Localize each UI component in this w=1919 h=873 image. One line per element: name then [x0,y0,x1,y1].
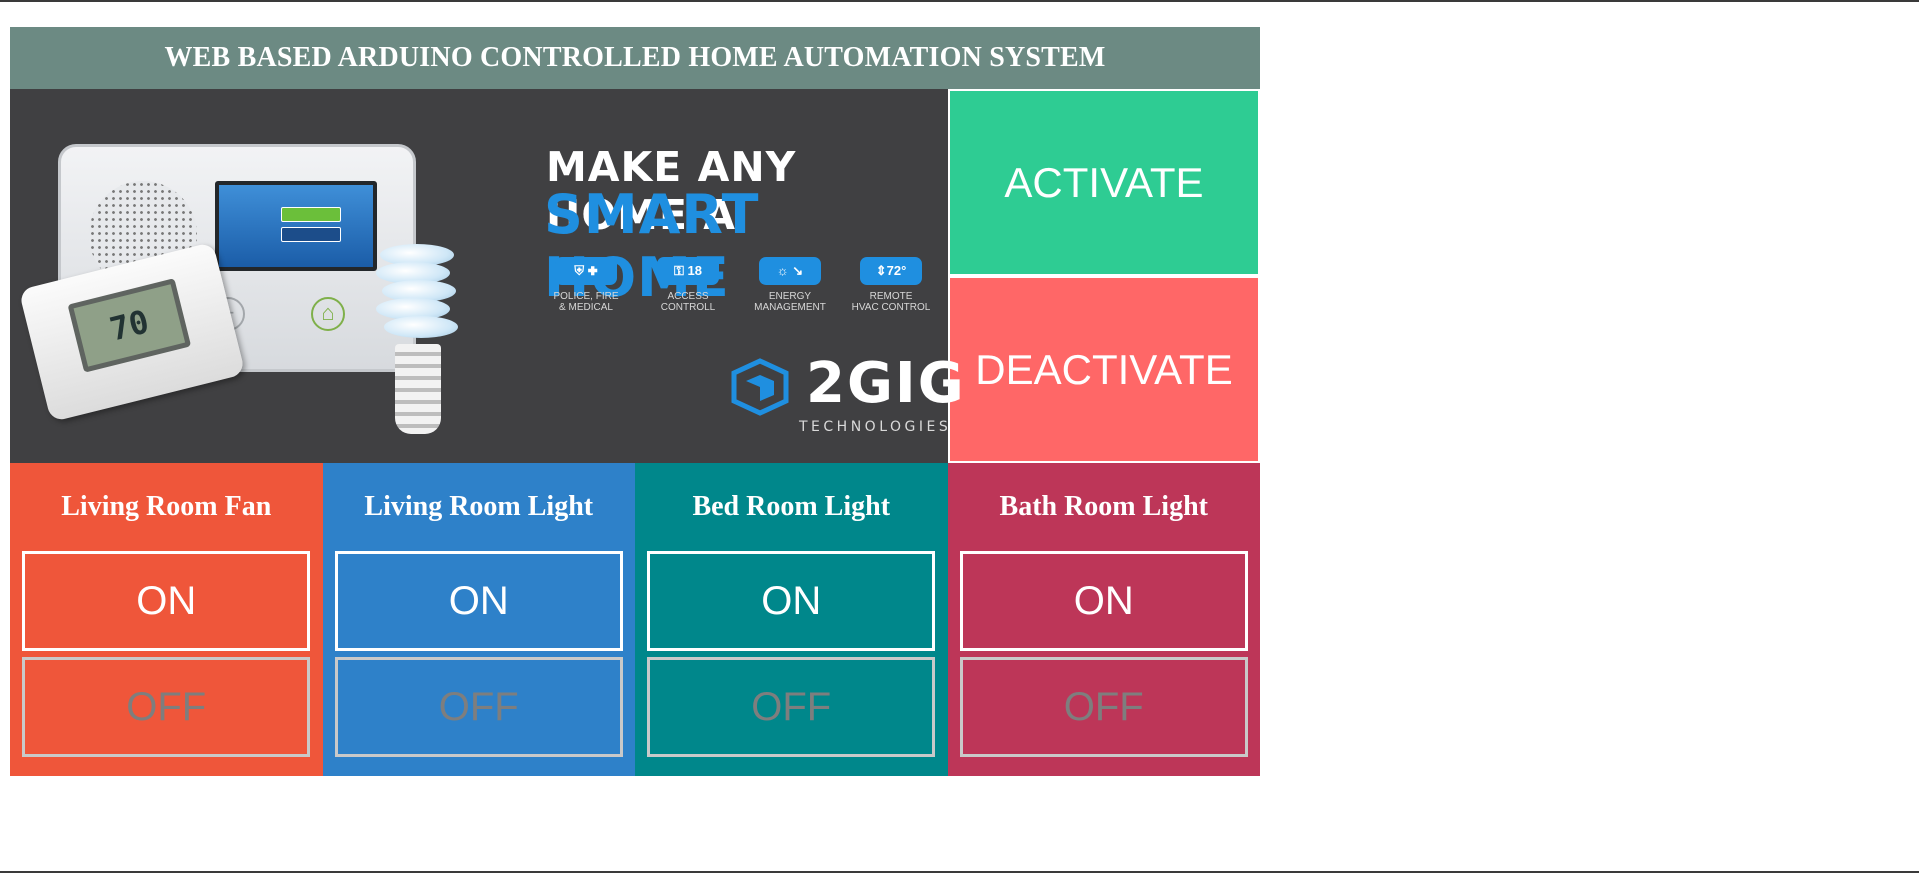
feature-caption: CONTROLL [660,302,716,313]
main-section: + ⌂ 70 MAKE ANY HOME A SMART HOME ⛨ ✚ PO… [10,89,1260,463]
room-title: Bath Room Light [999,491,1208,522]
bulb-base-icon [395,344,441,434]
top-border [0,0,1919,2]
thermostat-reading: 70 [67,278,192,373]
bed-room-light-on-button[interactable]: ON [647,551,936,651]
2gig-logo-icon [731,358,789,416]
bottom-border [0,871,1919,873]
room-card-bath-room-light: Bath Room Light ON OFF [947,463,1260,776]
activate-button[interactable]: ACTIVATE [948,89,1260,276]
smart-home-banner: + ⌂ 70 MAKE ANY HOME A SMART HOME ⛨ ✚ PO… [10,89,964,463]
room-title: Bed Room Light [692,491,891,522]
access-control-icon: ⚿ 18 [657,257,719,285]
living-room-fan-off-button[interactable]: OFF [22,657,311,757]
cfl-bulb-icon [370,244,460,344]
bed-room-light-off-button[interactable]: OFF [647,657,936,757]
feature-caption: HVAC CONTROL [851,302,931,313]
brand-name: 2GIG [806,351,966,416]
feature-caption: ACCESS [667,291,709,302]
feature-caption: ENERGY [768,291,812,302]
feature-caption: MANAGEMENT [754,302,826,313]
room-controls: Living Room Fan ON OFF Living Room Light… [10,463,1260,776]
bath-room-light-on-button[interactable]: ON [959,551,1248,651]
shield-fire-medical-icon: ⛨ ✚ [555,257,617,285]
deactivate-button[interactable]: DEACTIVATE [948,276,1260,463]
room-card-living-room-light: Living Room Light ON OFF [322,463,635,776]
system-controls: ACTIVATE DEACTIVATE [948,89,1260,463]
feature-caption: & MEDICAL [559,302,613,313]
living-room-light-off-button[interactable]: OFF [334,657,623,757]
home-icon: ⌂ [311,297,345,331]
living-room-light-on-button[interactable]: ON [334,551,623,651]
room-card-living-room-fan: Living Room Fan ON OFF [10,463,323,776]
home-automation-app: WEB BASED ARDUINO CONTROLLED HOME AUTOMA… [10,27,1260,776]
feature-police-fire-medical: ⛨ ✚ POLICE, FIRE& MEDICAL [541,257,631,313]
bath-room-light-off-button[interactable]: OFF [959,657,1248,757]
feature-caption: POLICE, FIRE [553,291,619,302]
room-title: Living Room Fan [61,491,272,522]
panel-screen-icon [215,181,377,271]
page-title: WEB BASED ARDUINO CONTROLLED HOME AUTOMA… [10,27,1260,89]
energy-management-icon: ☼ ↘ [759,257,821,285]
hvac-control-icon: ⇕72° [860,257,922,285]
living-room-fan-on-button[interactable]: ON [22,551,311,651]
banner-headline-line1: MAKE ANY HOME A [546,143,797,239]
room-title: Living Room Light [364,491,594,522]
banner-headline-line2: SMART HOME [544,183,760,309]
brand-subtitle: TECHNOLOGIES [799,419,952,435]
feature-caption: REMOTE [869,291,913,302]
room-card-bed-room-light: Bed Room Light ON OFF [635,463,948,776]
thermostat-image: 70 [18,241,246,423]
